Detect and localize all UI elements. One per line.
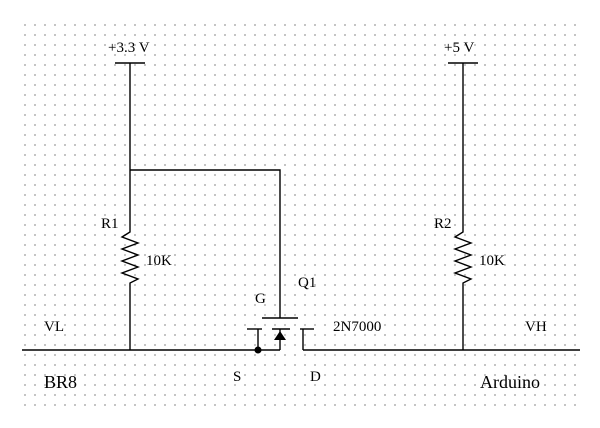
supply-label-low: +3.3 V: [108, 40, 150, 56]
resistor-r1: [120, 228, 140, 287]
supply-label-high: +5 V: [444, 40, 474, 56]
right-device-label: Arduino: [480, 372, 540, 392]
dot-grid: [18, 18, 584, 414]
r2-value-label: 10K: [479, 253, 505, 269]
r1-ref-label: R1: [101, 216, 119, 232]
r2-ref-label: R2: [434, 216, 452, 232]
part-number-label: 2N7000: [333, 319, 381, 335]
low-side-label: VL: [44, 319, 64, 335]
source-label: S: [233, 369, 241, 385]
drain-label: D: [310, 369, 321, 385]
high-voltage-supply: [448, 62, 478, 350]
q1-ref-label: Q1: [298, 275, 316, 291]
gate-label: G: [255, 291, 266, 307]
low-voltage-supply: [115, 62, 145, 350]
left-device-label: BR8: [44, 372, 77, 392]
r1-value-label: 10K: [146, 253, 172, 269]
body-diode-arrow: [274, 331, 286, 340]
high-side-label: VH: [525, 319, 547, 335]
gate-wire: [130, 169, 281, 318]
resistor-r2: [453, 228, 473, 287]
